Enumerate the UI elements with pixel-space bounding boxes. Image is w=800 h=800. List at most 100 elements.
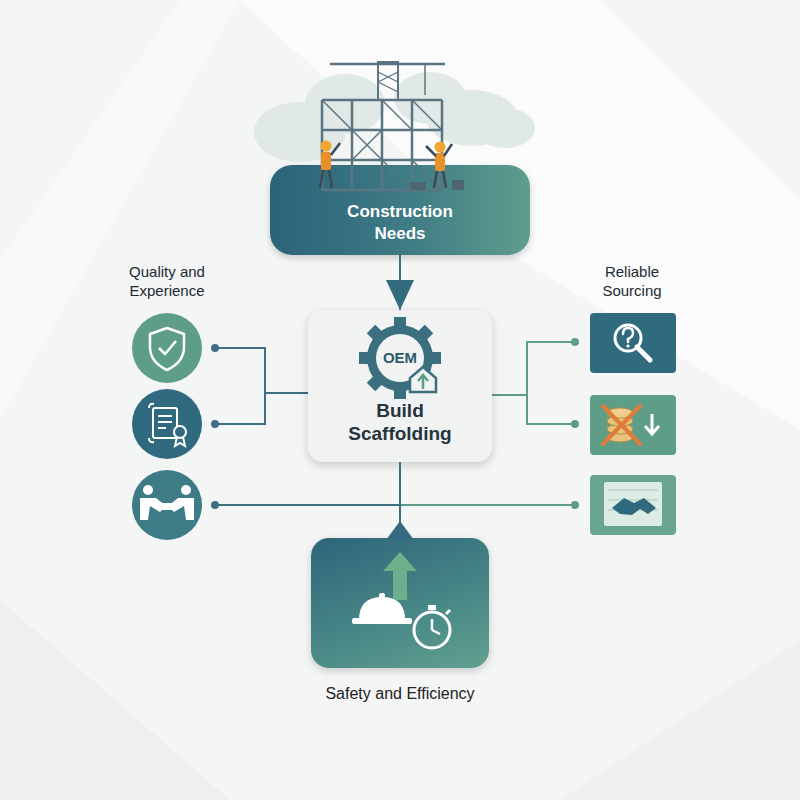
group-heading: Reliable Sourcing [582, 262, 682, 300]
scaffold-tower [378, 72, 398, 92]
hard-hat-icon [352, 593, 412, 624]
magnifier-icon [615, 325, 650, 360]
process-box: OEM Build Scaffolding [308, 310, 492, 462]
right-bracket-wire [527, 342, 575, 424]
scaffold-tower [410, 182, 426, 190]
gear-icon [394, 317, 406, 329]
scaffold-tower [322, 100, 442, 190]
partnership-icon [608, 490, 658, 510]
connector [399, 255, 401, 310]
background [560, 640, 800, 800]
left-bracket-wire [265, 392, 308, 394]
needs-box: Construction Needs [270, 165, 530, 255]
cloud [426, 90, 518, 146]
up-arrow-icon [383, 552, 417, 600]
worker-figure [321, 141, 332, 152]
cost-icon [603, 406, 640, 444]
gear-icon [376, 334, 424, 382]
partnership-icon [604, 482, 662, 526]
stopwatch-icon [428, 605, 436, 610]
cloud [254, 72, 535, 162]
certificate-icon [158, 416, 172, 428]
cloud [475, 108, 535, 148]
outcome-box: Safety and Efficiency [311, 538, 489, 668]
cost-icon [645, 414, 659, 434]
hard-hat-icon [352, 618, 412, 624]
background [0, 600, 230, 800]
growth-house-icon [410, 367, 436, 392]
wire-dot [211, 420, 219, 428]
worker-figure [435, 142, 446, 153]
handshake-icon [140, 498, 166, 520]
worker-figure [320, 143, 340, 188]
certificate-icon [174, 426, 186, 438]
group-heading: Quality and Experience [92, 262, 242, 300]
sourcing-icon-tile [590, 313, 676, 373]
shield-icon [159, 341, 176, 354]
scaffold-tower [322, 62, 464, 190]
outcome-pointer [386, 521, 414, 540]
certificate-icon [149, 404, 154, 442]
wire-dot [571, 338, 579, 509]
certificate-icon [149, 404, 186, 446]
magnifier-icon [626, 344, 629, 347]
node-text: Construction Needs [330, 201, 470, 245]
shield-icon [150, 328, 184, 370]
hard-hat-icon [379, 593, 385, 601]
scaffold-tower [322, 99, 442, 102]
wire-dot [211, 344, 219, 352]
partnership-icon [612, 498, 656, 515]
handshake-icon [140, 485, 194, 520]
stopwatch-icon [432, 619, 440, 634]
handshake-icon [181, 485, 191, 495]
magnifier-icon [637, 347, 650, 360]
quality-icon-circle [132, 389, 202, 459]
node-text: Safety and Efficiency [251, 684, 549, 704]
magnifier-icon [615, 325, 641, 351]
scaffold-tower [381, 100, 384, 190]
up-arrow-icon [383, 552, 417, 600]
cloud [305, 74, 385, 134]
wire-dot [571, 420, 579, 428]
scaffold-tower [322, 159, 442, 162]
certificate-icon [153, 408, 177, 438]
left-bracket-wire [215, 504, 400, 506]
handshake-icon [143, 485, 153, 495]
scaffold-tower [330, 63, 445, 66]
scaffold-tower [452, 180, 464, 190]
gear-icon [394, 387, 406, 399]
outcome-pointer [386, 521, 414, 540]
cost-icon [603, 406, 659, 444]
handshake-icon [168, 498, 194, 520]
sourcing-icon-tile [590, 313, 676, 535]
cost-icon [607, 408, 633, 418]
gear-icon [367, 325, 433, 391]
quality-icon-circle [132, 313, 202, 540]
left-bracket-wire [215, 348, 265, 424]
scaffold-tower [411, 100, 414, 190]
scaffold-tower [424, 64, 426, 95]
right-bracket-wire [492, 394, 527, 396]
wire-dot [571, 501, 579, 509]
wire-dot [571, 338, 579, 346]
gear-icon [416, 374, 433, 391]
node-heading: OEM [370, 348, 430, 368]
stopwatch-icon [414, 612, 450, 648]
wire-dot [211, 501, 219, 509]
node-text: Build Scaffolding [325, 399, 475, 445]
hard-hat-icon [359, 597, 405, 620]
worker-figure [321, 152, 331, 170]
scaffold-tower [378, 62, 398, 100]
gear-icon [367, 325, 384, 342]
growth-house-icon [418, 375, 428, 389]
worker-figure [426, 144, 452, 188]
handshake-icon [160, 503, 174, 510]
stopwatch-icon [414, 605, 450, 648]
cost-icon [607, 424, 633, 434]
worker-figure [320, 141, 452, 189]
right-bracket-wire [400, 504, 575, 506]
